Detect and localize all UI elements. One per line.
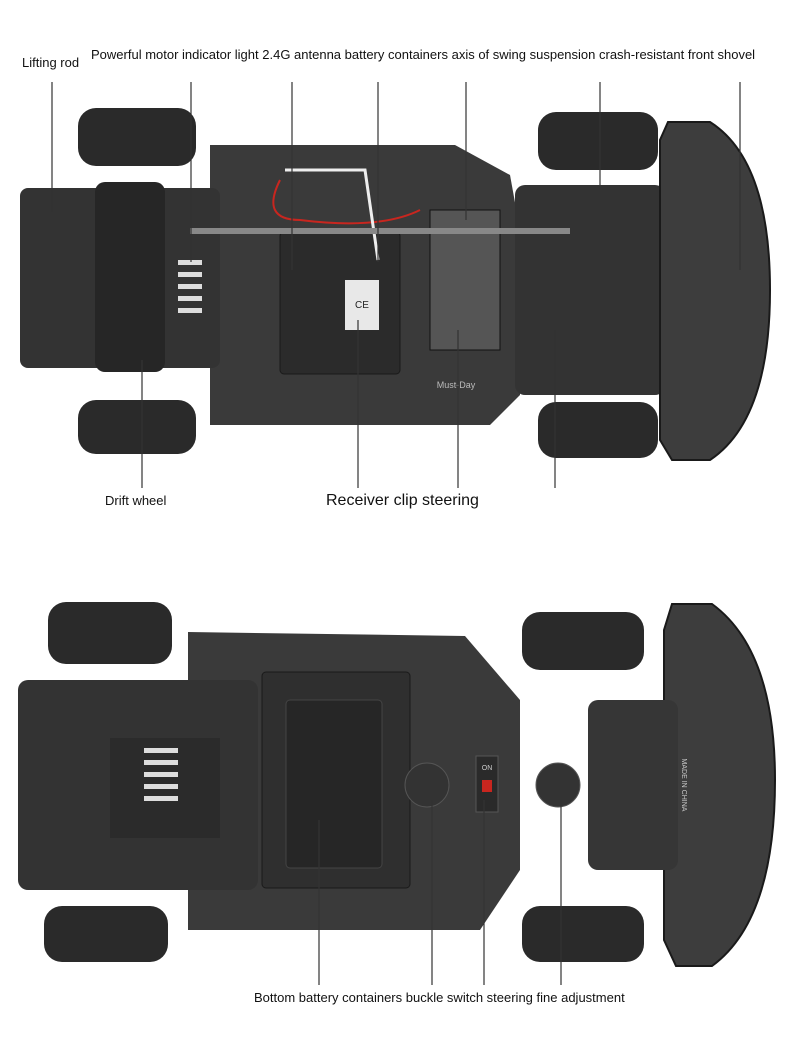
bottom-front-plate [588, 700, 678, 870]
bottom-motor-vent [144, 748, 178, 801]
front-right-tire [538, 402, 658, 458]
red-wire [272, 179, 421, 225]
label-drift-wheel: Drift wheel [105, 493, 167, 508]
top-leader-lines [51, 82, 741, 488]
top-chassis-illustration: CE Must-Day [20, 108, 772, 461]
rear-right-tire [78, 400, 196, 454]
front-suspension [515, 185, 665, 395]
bottom-chassis-illustration: ON MADE IN CHINA [18, 602, 777, 967]
power-switch-slider [482, 780, 492, 792]
bottom-battery-lid [285, 699, 383, 869]
motor-vent [178, 260, 202, 313]
ce-mark: CE [355, 300, 369, 311]
made-in-mark: MADE IN CHINA [680, 759, 687, 812]
battery-container [279, 231, 401, 375]
front-shovel [659, 121, 772, 461]
bottom-front-right-tire [522, 906, 644, 962]
bottom-front-left-tire [522, 612, 644, 670]
bottom-rear-right-tire [44, 906, 168, 962]
label-receiver-clip-steering: Receiver clip steering [326, 492, 479, 509]
rear-left-tire [78, 108, 196, 166]
bottom-rear-left-tire [48, 602, 172, 664]
switch-on-mark: ON [482, 765, 493, 772]
rear-axle-housing [95, 182, 165, 372]
bottom-front-shovel [663, 603, 777, 967]
battery-buckle [404, 762, 450, 808]
battery-sticker [345, 280, 379, 330]
front-left-tire [538, 112, 658, 170]
label-footer-row: Bottom battery containers buckle switch … [254, 990, 625, 1005]
bottom-leader-lines [318, 800, 562, 985]
swing-axis [190, 228, 570, 234]
label-header-row: Powerful motor indicator light 2.4G ante… [91, 47, 756, 62]
brand-mark: Must-Day [437, 380, 476, 390]
label-lifting-rod: Lifting rod [22, 55, 80, 70]
steering-trim-dial [535, 762, 581, 808]
